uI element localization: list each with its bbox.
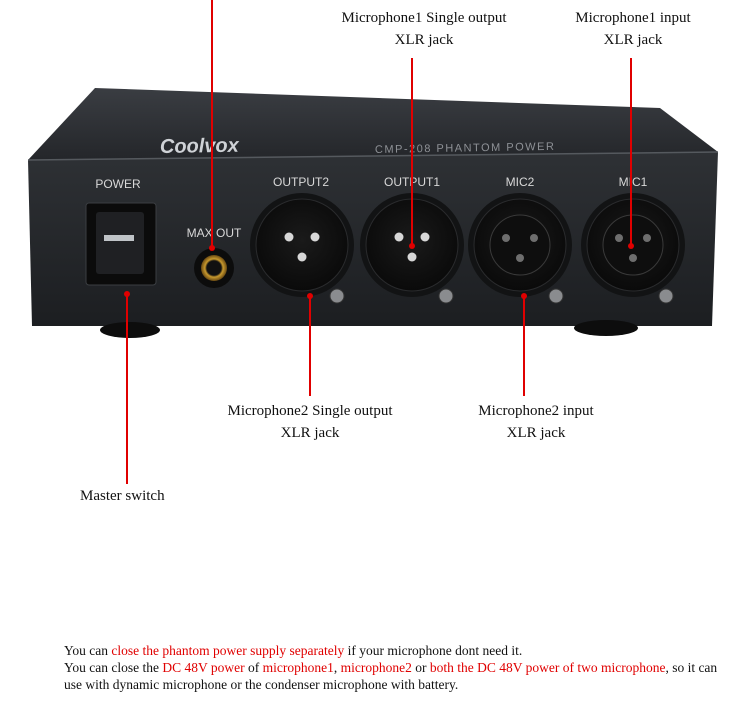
callout-lines xyxy=(126,0,632,484)
callout-master-switch: Master switch xyxy=(80,488,165,504)
callout-mic2-single-output: Microphone2 Single output XLR jack xyxy=(227,403,393,441)
mic2-xlr-jack[interactable] xyxy=(468,193,572,297)
output2-label: OUTPUT2 xyxy=(273,175,329,189)
power-label: POWER xyxy=(95,177,141,191)
device-top-face xyxy=(28,88,718,160)
max-out-label: MAX OUT xyxy=(187,226,242,240)
callout-mic1-input: Microphone1 input XLR jack xyxy=(575,10,691,48)
device-foot-right xyxy=(574,320,638,336)
model-text: CMP-208 PHANTOM POWER xyxy=(375,141,556,156)
screw-icon xyxy=(329,288,674,304)
brand-logo: Coolvox xyxy=(160,135,240,158)
max-out-jack[interactable] xyxy=(194,248,234,288)
footnote-text: You can close the phantom power supply s… xyxy=(64,642,724,693)
footnote-line-1: You can close the phantom power supply s… xyxy=(64,643,523,658)
callout-mic2-input: Microphone2 input XLR jack xyxy=(478,403,594,441)
output2-xlr-jack[interactable] xyxy=(250,193,354,297)
power-switch[interactable] xyxy=(85,202,157,286)
footnote-line-2: You can close the DC 48V power of microp… xyxy=(64,660,718,692)
mic2-label: MIC2 xyxy=(506,175,535,189)
callout-dots xyxy=(124,243,634,299)
mic1-label: MIC1 xyxy=(619,175,648,189)
callout-mic1-single-output: Microphone1 Single output XLR jack xyxy=(341,10,507,48)
device-foot-left xyxy=(100,322,160,338)
